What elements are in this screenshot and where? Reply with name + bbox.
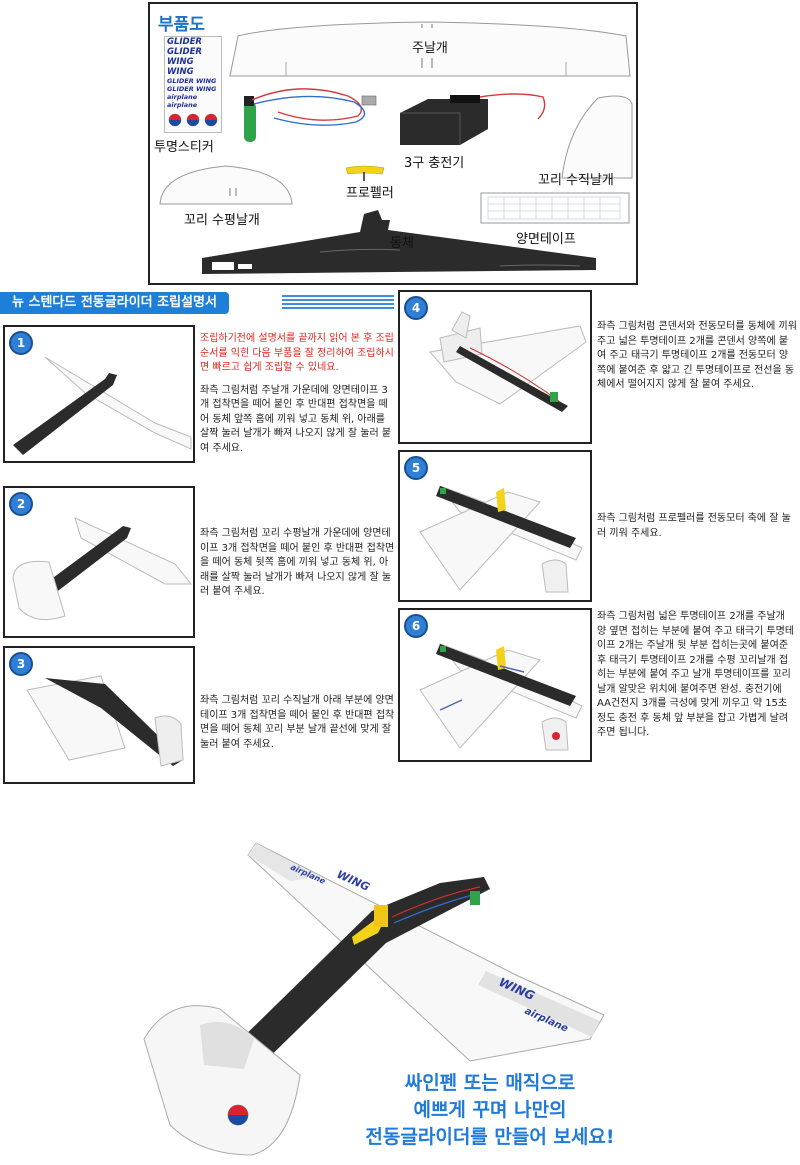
tape-label: 양면테이프 — [516, 232, 576, 247]
tape-sheet-part — [480, 192, 630, 224]
parts-diagram: 부품도 GLIDER GLIDER WING WING GLIDER WING … — [148, 2, 638, 285]
tailplane-fuselage-figure — [12, 517, 193, 621]
sticker-sheet: GLIDER GLIDER WING WING GLIDER WING GLID… — [164, 36, 222, 133]
step-6-instructions: 좌측 그림처럼 넓은 투명테이프 2개를 주날개 양 옆면 접히는 부분에 붙여… — [597, 611, 795, 738]
step-4-instructions: 좌측 그림처럼 콘덴서와 전동모터를 동체에 끼워 주고 넓은 투명테이프 2개… — [597, 321, 797, 390]
charger-part — [400, 93, 546, 145]
tailfin-fuselage-figure — [26, 675, 184, 767]
finished-glider-figure — [419, 642, 583, 751]
sticker-text: GLIDER WING — [167, 85, 217, 93]
step-2-instructions: 좌측 그림처럼 꼬리 수평날개 가운데에 양면테이프 3개 접착면을 떼어 붙인… — [200, 528, 395, 597]
tail-plane-label: 꼬리 수평날개 — [184, 213, 260, 228]
step-1-intro: 조립하기전에 설명서를 끝까지 읽어 본 후 조립순서를 익힌 다음 부품을 잘… — [200, 333, 394, 373]
tail-fin-label: 꼬리 수직날개 — [538, 173, 614, 188]
section-banner: 뉴 스텐다드 전동글라이더 조립설명서 — [0, 292, 395, 314]
finished-glider-illustration: WING airplane WING airplane — [143, 842, 605, 1156]
step-3-illustration: 3 — [3, 646, 195, 784]
charger-label: 3구 충전기 — [404, 156, 465, 171]
step-number: 5 — [404, 456, 428, 480]
step-5-instructions: 좌측 그림처럼 프로펠러를 전동모터 축에 잘 눌러 끼워 주세요. — [597, 513, 791, 539]
flag-sticker-icon — [168, 113, 218, 127]
step-4-illustration: 4 — [398, 290, 592, 444]
slogan-line-1: 싸인펜 또는 매직으로 — [404, 1072, 576, 1094]
step-number: 4 — [404, 296, 428, 320]
parts-title: 부품도 — [158, 15, 205, 35]
step-number: 1 — [9, 331, 33, 355]
motor-mount-figure — [429, 311, 587, 412]
tail-fin-part — [561, 95, 633, 179]
propeller-install-figure — [419, 484, 583, 593]
sticker-text: GLIDER — [167, 47, 202, 57]
step-2-text: 좌측 그림처럼 꼬리 수평날개 가운데에 양면테이프 3개 접착면을 떼어 붙인… — [200, 527, 396, 600]
fuselage-part — [202, 210, 596, 274]
sticker-text: GLIDER — [167, 37, 202, 47]
step-5-text: 좌측 그림처럼 프로펠러를 전동모터 축에 잘 눌러 끼워 주세요. — [597, 512, 797, 541]
main-wing-label: 주날개 — [412, 41, 448, 56]
wing-fuselage-figure — [13, 356, 192, 455]
tail-plane-part — [159, 165, 293, 205]
sticker-text: airplane — [167, 93, 198, 101]
main-wing-part — [229, 21, 631, 77]
step-number: 6 — [404, 614, 428, 638]
step-number: 2 — [9, 492, 33, 516]
fuselage-label: 동체 — [390, 236, 414, 251]
propeller-label: 프로펠러 — [346, 186, 394, 201]
sticker-text: WING — [167, 57, 194, 67]
step-3-instructions: 좌측 그림처럼 꼬리 수직날개 아래 부분에 양면테이프 3개 접착면을 떼어 … — [200, 695, 395, 750]
step-1-illustration: 1 — [3, 325, 195, 463]
step-1-text: 조립하기전에 설명서를 끝까지 읽어 본 후 조립순서를 익힌 다음 부품을 잘… — [200, 332, 396, 456]
slogan-line-3: 전동글라이더를 만들어 보세요! — [365, 1126, 615, 1148]
step-1-instructions: 좌측 그림처럼 주날개 가운데에 양면테이프 3개 접착면을 떼어 붙인 후 반… — [200, 384, 392, 454]
motor-wire-part — [244, 88, 377, 142]
step-2-illustration: 2 — [3, 486, 195, 638]
sticker-text: GLIDER WING — [167, 77, 217, 85]
step-5-illustration: 5 — [398, 450, 592, 602]
step-6-text: 좌측 그림처럼 넓은 투명테이프 2개를 주날개 양 옆면 접히는 부분에 붙여… — [597, 610, 797, 741]
step-number: 3 — [9, 652, 33, 676]
sticker-text: airplane — [167, 101, 198, 109]
step-3-text: 좌측 그림처럼 꼬리 수직날개 아래 부분에 양면테이프 3개 접착면을 떼어 … — [200, 694, 396, 752]
sticker-label: 투명스티커 — [154, 140, 214, 155]
banner-stripes — [282, 295, 394, 311]
banner-title: 뉴 스텐다드 전동글라이더 조립설명서 — [0, 292, 229, 314]
step-6-illustration: 6 — [398, 608, 592, 762]
slogan-line-2: 예쁘게 꾸며 나만의 — [413, 1099, 567, 1121]
step-4-text: 좌측 그림처럼 콘덴서와 전동모터를 동체에 끼워 주고 넓은 투명테이프 2개… — [597, 320, 797, 393]
slogan: 싸인펜 또는 매직으로 예쁘게 꾸며 나만의 전동글라이더를 만들어 보세요! — [300, 1070, 680, 1151]
sticker-text: WING — [167, 67, 194, 77]
propeller-icon — [345, 165, 385, 181]
